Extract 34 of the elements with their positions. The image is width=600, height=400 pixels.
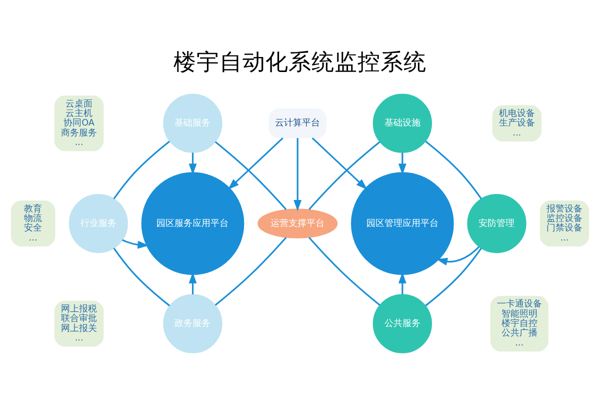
node-box: 云桌面 云主机 协同OA 商务服务 ... — [54, 95, 104, 151]
node-circle: 园区服务应用平台 — [141, 172, 244, 274]
connector — [214, 140, 287, 210]
connector — [425, 140, 482, 199]
node-circle: 政务服务 — [163, 294, 222, 353]
arrow — [398, 152, 406, 174]
node-circle: 园区管理应用平台 — [350, 172, 454, 274]
connector — [214, 236, 287, 306]
node-circle: 安防管理 — [467, 193, 526, 253]
connector — [113, 247, 170, 306]
arrow — [188, 152, 197, 174]
node-box: 教育 物流 安全 ... — [10, 200, 56, 246]
connector — [113, 140, 170, 199]
arrow — [398, 272, 406, 294]
arrow — [436, 246, 480, 266]
node-ellipse: 运营支撑平台 — [258, 208, 338, 238]
node-circle: 基础设施 — [372, 93, 432, 152]
connector — [425, 247, 482, 306]
diagram-title: 楼宇自动化系统监控系统 — [174, 49, 426, 76]
node-circle: 基础服务 — [163, 93, 222, 152]
node-box: 云计算平台 — [268, 108, 327, 138]
arrow — [188, 272, 197, 294]
node-circle: 公共服务 — [372, 294, 432, 353]
node-box: 一卡通设备 智能照明 楼宇自控 公共广播 ... — [490, 295, 548, 351]
arrow — [312, 136, 368, 190]
arrow — [228, 136, 284, 190]
connector — [308, 140, 380, 210]
node-box: 网上报税 联合审批 网上报关 ... — [54, 300, 104, 346]
node-box: 报警设备 监控设备 门禁设备 ... — [540, 200, 590, 246]
node-circle: 行业服务 — [68, 193, 128, 253]
connector — [308, 236, 380, 306]
arrow — [294, 138, 302, 211]
arrow — [122, 238, 149, 248]
node-box: 机电设备 生产设备 ... — [492, 104, 542, 141]
